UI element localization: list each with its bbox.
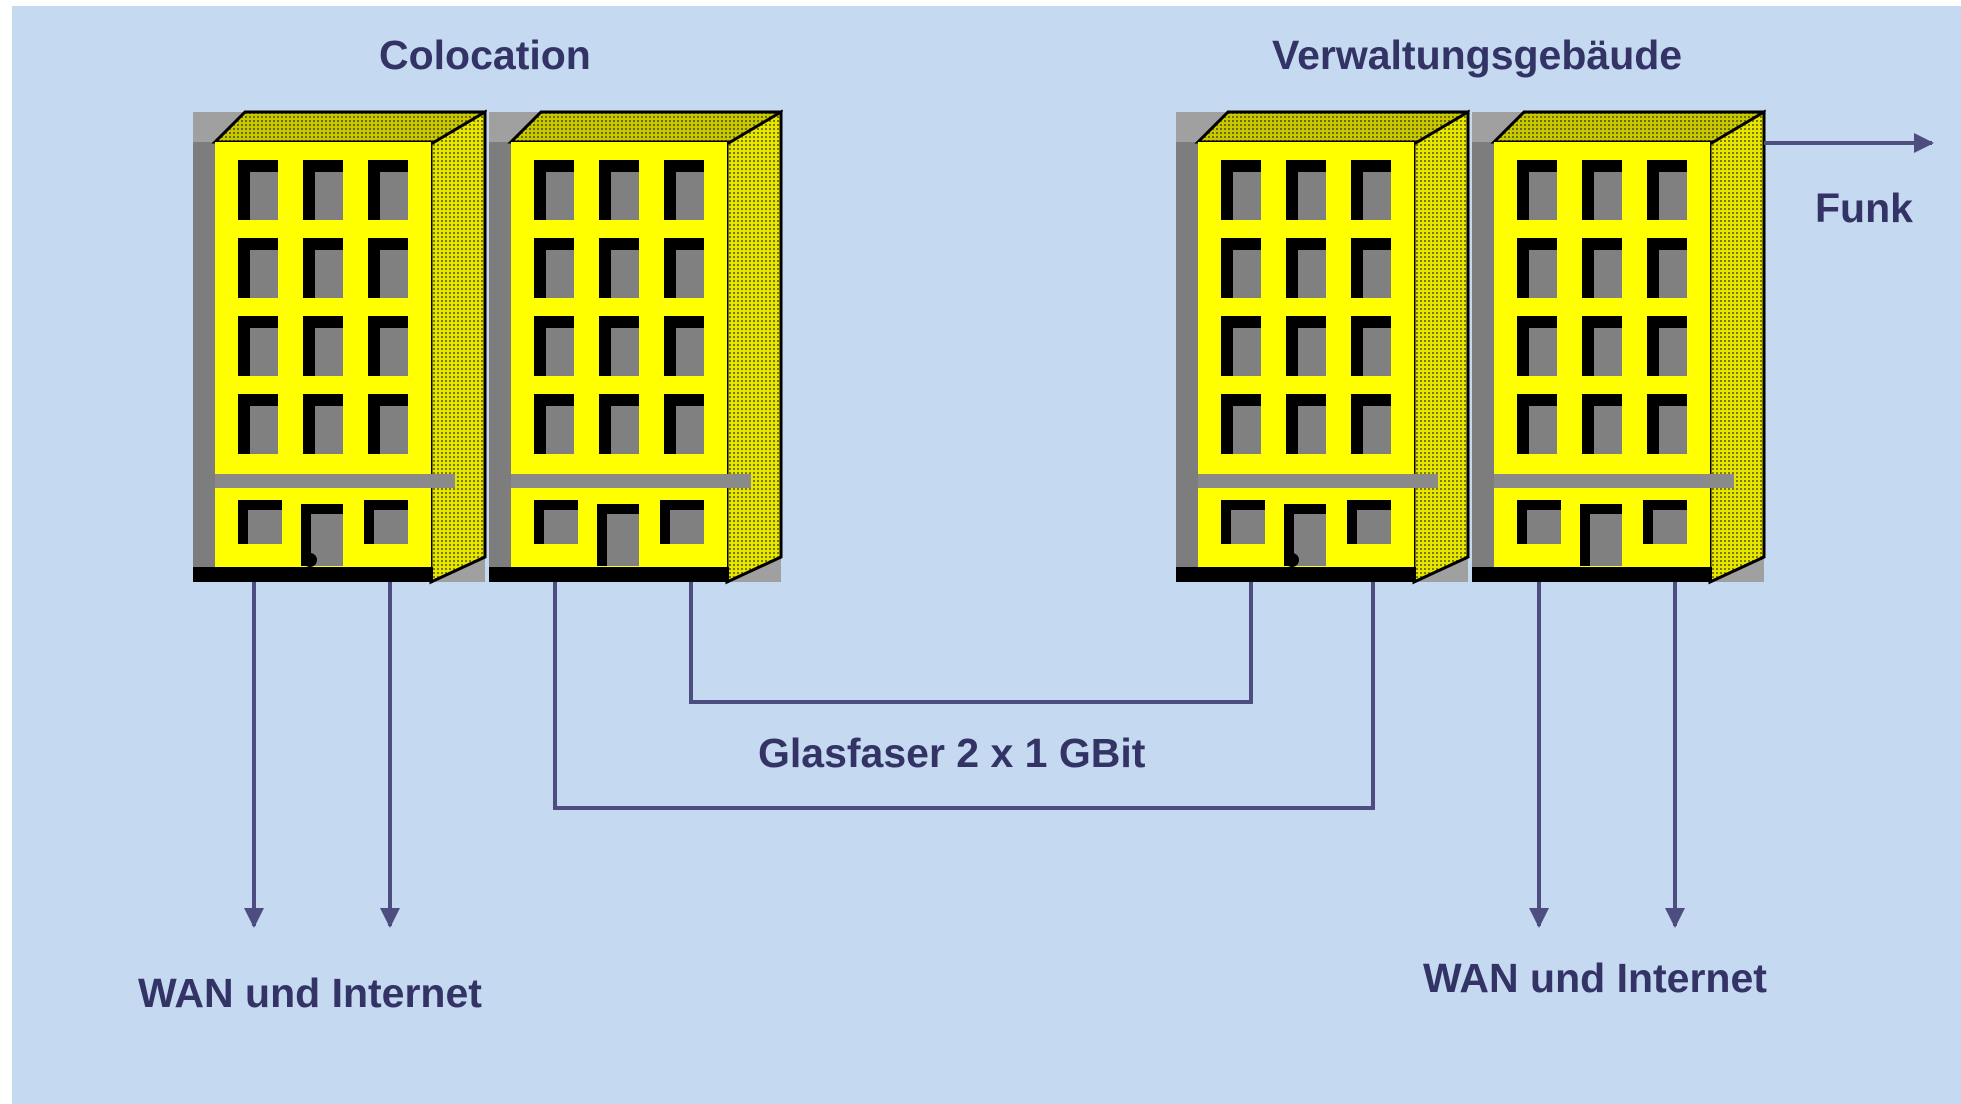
fiber-link-line bbox=[553, 582, 1375, 810]
radio-link-label: Funk bbox=[1815, 185, 1913, 231]
fiber-link-label: Glasfaser 2 x 1 GBit bbox=[758, 730, 1146, 776]
wan-label-right: WAN und Internet bbox=[1423, 955, 1767, 1001]
building-icon bbox=[193, 112, 485, 582]
building-icon bbox=[1176, 112, 1468, 582]
fiber-link-line bbox=[689, 582, 1253, 704]
building-icon bbox=[1472, 112, 1764, 582]
connection-point bbox=[303, 553, 317, 567]
site-title-verwaltungsgebaeude: Verwaltungsgebäude bbox=[1272, 32, 1683, 78]
wan-label-left: WAN und Internet bbox=[138, 970, 482, 1016]
connection-point bbox=[1285, 553, 1299, 567]
building-icon bbox=[489, 112, 781, 582]
site-title-colocation: Colocation bbox=[379, 32, 591, 78]
